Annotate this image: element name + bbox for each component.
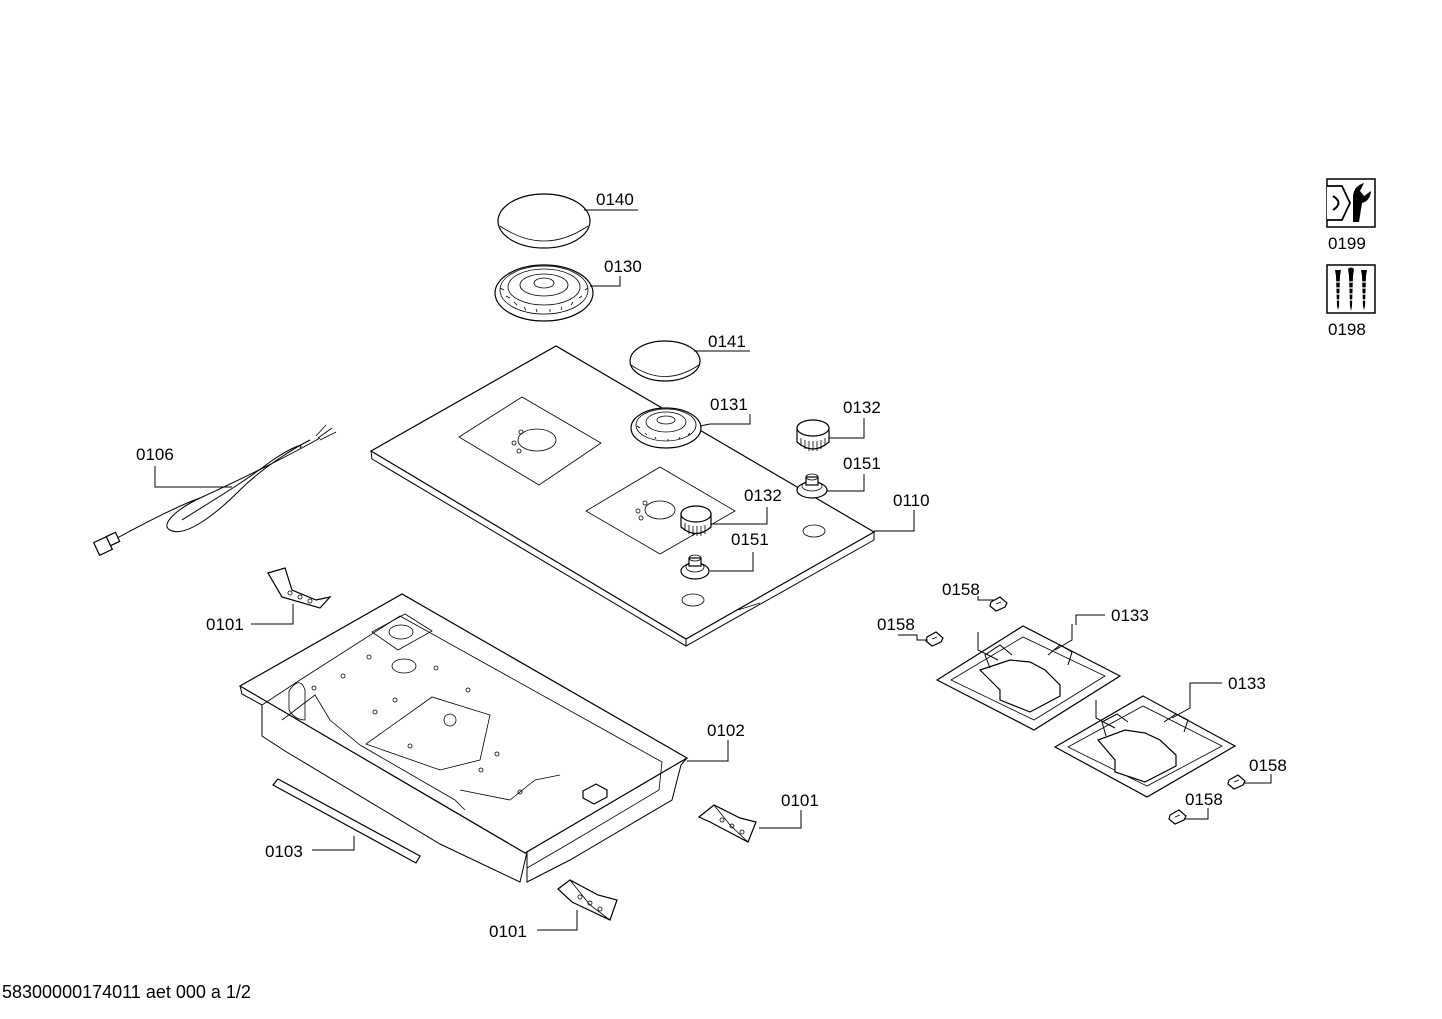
pan-support-upper[interactable] xyxy=(935,624,1122,731)
label-0133-upper: 0133 xyxy=(1111,606,1149,625)
knob-seal-lower[interactable] xyxy=(680,554,710,580)
label-0101-left: 0101 xyxy=(206,615,244,634)
label-0110: 0110 xyxy=(893,491,930,510)
mounting-clip-mid[interactable] xyxy=(697,804,757,843)
label-0102: 0102 xyxy=(707,721,745,740)
burner-cap-small[interactable] xyxy=(629,340,701,382)
drawing-number: 58300000174011 aet 000 a 1/2 xyxy=(2,982,251,1002)
control-knob-upper[interactable] xyxy=(796,419,830,451)
label-0151-lower: 0151 xyxy=(731,530,769,549)
label-0198: 0198 xyxy=(1328,320,1366,339)
knob-seal-upper[interactable] xyxy=(796,473,828,499)
rubber-foot-3[interactable] xyxy=(1227,774,1246,790)
label-0141: 0141 xyxy=(708,332,746,351)
pan-support-lower[interactable] xyxy=(1053,694,1237,798)
hob-top-plate[interactable] xyxy=(369,345,876,647)
label-0101-bottom: 0101 xyxy=(489,922,527,941)
burner-cap-large[interactable] xyxy=(497,193,591,249)
burner-large[interactable] xyxy=(494,264,594,322)
seal-strip[interactable] xyxy=(272,778,421,864)
label-0131: 0131 xyxy=(710,395,748,414)
rubber-foot-4[interactable] xyxy=(1168,809,1187,825)
label-0158-4: 0158 xyxy=(1185,790,1223,809)
housing-base-tray[interactable] xyxy=(238,593,689,883)
rubber-foot-2[interactable] xyxy=(925,631,944,647)
mounting-clip-bottom[interactable] xyxy=(557,879,618,921)
label-0140: 0140 xyxy=(596,190,634,209)
label-0158-3: 0158 xyxy=(1249,756,1287,775)
label-0133-lower: 0133 xyxy=(1228,674,1266,693)
label-0132-lower: 0132 xyxy=(744,486,782,505)
label-0151-upper: 0151 xyxy=(843,454,881,473)
screws-icon xyxy=(1326,264,1376,314)
label-0199: 0199 xyxy=(1328,234,1366,253)
wrench-nut-icon xyxy=(1326,178,1376,228)
label-0106: 0106 xyxy=(136,445,174,464)
label-0103: 0103 xyxy=(265,842,303,861)
rubber-foot-1[interactable] xyxy=(989,596,1008,612)
control-knob-lower[interactable] xyxy=(680,505,712,536)
label-0130: 0130 xyxy=(604,257,642,276)
burner-small[interactable] xyxy=(630,407,702,449)
label-0101-mid: 0101 xyxy=(781,791,819,810)
label-0132-upper: 0132 xyxy=(843,398,881,417)
label-0158-2: 0158 xyxy=(877,615,915,634)
label-0158-1: 0158 xyxy=(942,580,980,599)
mounting-clip-left[interactable] xyxy=(267,567,332,609)
power-cable[interactable] xyxy=(92,424,337,557)
